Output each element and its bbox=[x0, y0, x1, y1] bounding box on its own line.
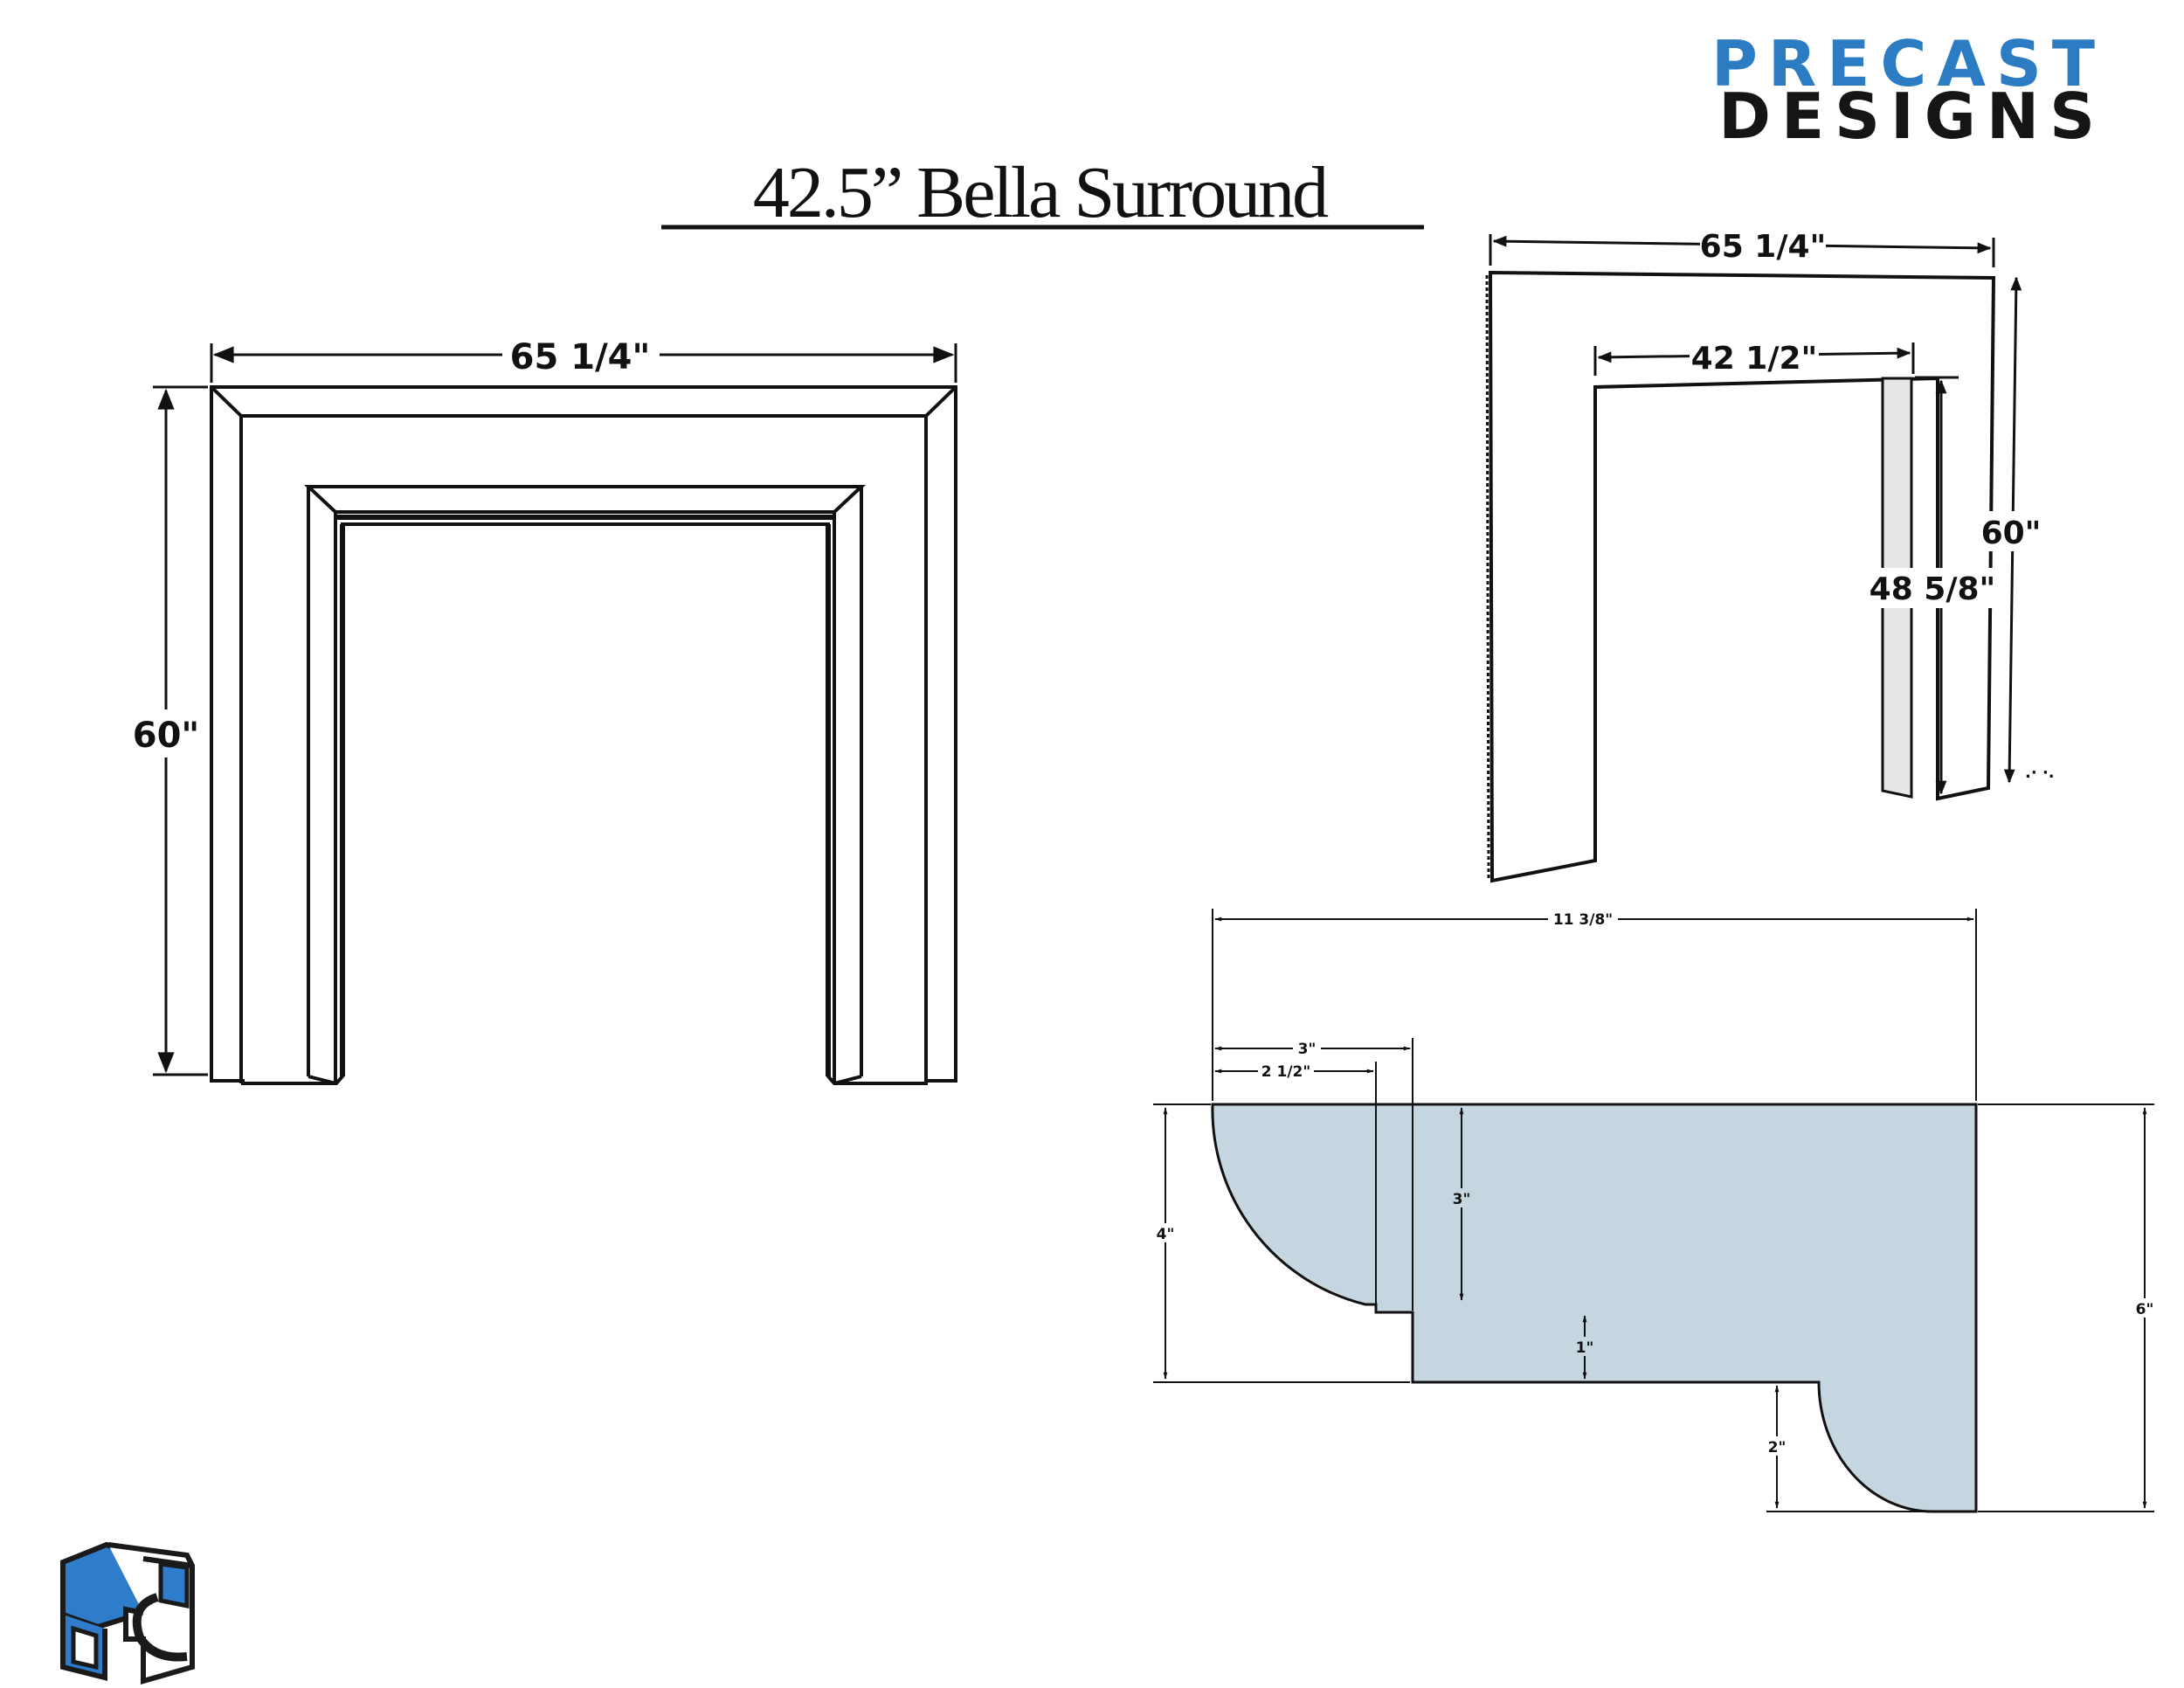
persp-outer-height-label: 60" bbox=[1981, 515, 2042, 551]
profile-small-step-label: 1" bbox=[1576, 1339, 1594, 1357]
logo-line-designs: DESIGNS bbox=[1718, 80, 2105, 153]
persp-inner-height-label: 48 5/8" bbox=[1870, 571, 1996, 607]
profile-left-height-label: 4" bbox=[1157, 1226, 1175, 1243]
logo-line-precast: PRECAST bbox=[1711, 27, 2105, 100]
front-height-label-bg bbox=[129, 709, 204, 758]
brand-logo: PRECAST DESIGNS bbox=[1711, 27, 2105, 153]
front-height-label: 60" bbox=[133, 716, 200, 756]
profile-cove-width-label: 2 1/2" bbox=[1261, 1063, 1310, 1081]
front-inner-frame bbox=[303, 485, 867, 514]
persp-inner-width-label-bg bbox=[1690, 337, 1819, 377]
front-elevation-view: 65 1/4" 60" bbox=[129, 332, 957, 1085]
drawing-title: 42.5” Bella Surround bbox=[661, 152, 1424, 233]
profile-width-label-bg bbox=[1548, 909, 1618, 930]
precast-designs-emblem-icon bbox=[60, 1541, 195, 1685]
profile-cove-width-label-bg bbox=[1258, 1061, 1314, 1080]
front-outer-bevel bbox=[210, 385, 957, 1083]
profile-height-label: 6" bbox=[2136, 1301, 2154, 1318]
persp-outer-width-label: 65 1/4" bbox=[1700, 229, 1827, 265]
perspective-left-edge bbox=[1485, 274, 1490, 882]
profile-small-step-label-bg bbox=[1571, 1337, 1599, 1356]
front-opening-edge bbox=[335, 515, 834, 1076]
persp-height-tick-marks: .· ·. bbox=[2025, 764, 2055, 782]
profile-bottom-cove-label-bg bbox=[1763, 1436, 1791, 1456]
profile-step-label: 3" bbox=[1298, 1041, 1317, 1058]
persp-inner-width-label: 42 1/2" bbox=[1691, 341, 1818, 377]
profile-step-height-label-bg bbox=[1448, 1188, 1475, 1207]
profile-section-view: 11 3/8" 3" 2 1/2" 3" 4" 1" 2" bbox=[1151, 909, 2160, 1513]
front-width-label-bg bbox=[502, 332, 660, 377]
persp-outer-width-label-bg bbox=[1700, 225, 1826, 266]
profile-height-label-bg bbox=[2130, 1298, 2160, 1318]
profile-bottom-cove-label: 2" bbox=[1768, 1439, 1787, 1456]
profile-step-label-bg bbox=[1293, 1038, 1321, 1057]
persp-inner-height-label-bg bbox=[1870, 568, 1995, 608]
profile-left-height-label-bg bbox=[1151, 1223, 1179, 1242]
profile-shape bbox=[1211, 1103, 1978, 1513]
persp-outer-height-label-bg bbox=[1979, 511, 2045, 551]
front-inner-jambs bbox=[307, 487, 863, 1085]
page-title: 42.5” Bella Surround bbox=[753, 152, 1328, 233]
perspective-view: 65 1/4" 42 1/2" 60" .· ·. 48 5/8" bbox=[1485, 225, 2055, 883]
profile-width-label: 11 3/8" bbox=[1553, 911, 1613, 929]
profile-step-height-label: 3" bbox=[1453, 1191, 1471, 1208]
front-width-label: 65 1/4" bbox=[510, 337, 651, 377]
